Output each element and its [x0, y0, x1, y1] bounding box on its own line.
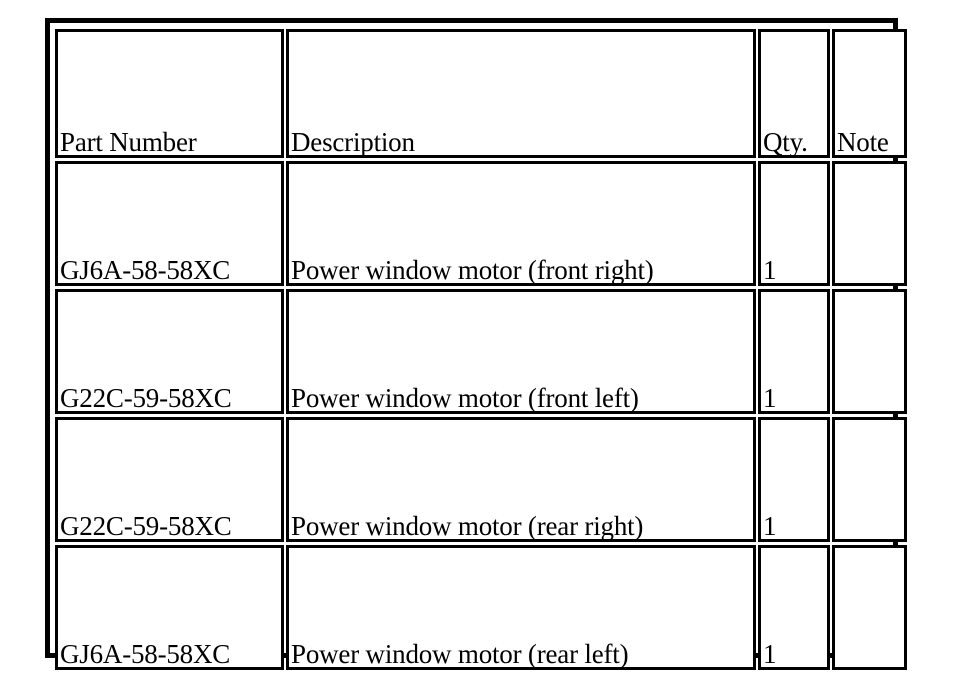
cell-qty: 1: [758, 161, 830, 286]
description-value: Power window motor (rear left): [291, 639, 629, 669]
table-row: GJ6A-58-58XC Power window motor (front r…: [55, 161, 907, 286]
qty-value: 1: [763, 639, 777, 669]
table-row: G22C-59-58XC Power window motor (rear ri…: [55, 417, 907, 542]
cell-description: Power window motor (front left): [286, 289, 756, 414]
cell-description: Power window motor (rear left): [286, 545, 756, 670]
note-value: [837, 409, 904, 410]
cell-note: [832, 545, 907, 670]
note-value: [837, 665, 904, 666]
cell-note: [832, 161, 907, 286]
column-header-part-number-label: Part Number: [60, 127, 197, 157]
part-number-value: GJ6A-58-58XC: [60, 639, 231, 669]
cell-part-number: GJ6A-58-58XC: [55, 545, 284, 670]
part-number-value: G22C-59-58XC: [60, 383, 232, 413]
cell-qty: 1: [758, 545, 830, 670]
column-header-description-label: Description: [291, 127, 415, 157]
qty-value: 1: [763, 255, 777, 285]
cell-part-number: GJ6A-58-58XC: [55, 161, 284, 286]
cell-description: Power window motor (front right): [286, 161, 756, 286]
cell-part-number: G22C-59-58XC: [55, 417, 284, 542]
column-header-note-label: Note: [837, 127, 889, 157]
part-number-value: G22C-59-58XC: [60, 511, 232, 541]
note-value: [837, 281, 904, 282]
table-header-row: Part Number Description Qty. Note: [55, 29, 907, 158]
parts-table: Part Number Description Qty. Note: [53, 26, 909, 673]
cell-qty: 1: [758, 417, 830, 542]
column-header-qty: Qty.: [758, 29, 830, 158]
table-inner-area: Part Number Description Qty. Note: [50, 23, 907, 670]
description-value: Power window motor (front left): [291, 383, 639, 413]
cell-qty: 1: [758, 289, 830, 414]
cell-note: [832, 289, 907, 414]
description-value: Power window motor (rear right): [291, 511, 644, 541]
qty-value: 1: [763, 383, 777, 413]
table-outer-frame: Part Number Description Qty. Note: [45, 18, 907, 670]
table-row: GJ6A-58-58XC Power window motor (rear le…: [55, 545, 907, 670]
column-header-description: Description: [286, 29, 756, 158]
note-value: [837, 537, 904, 538]
column-header-qty-label: Qty.: [763, 127, 808, 157]
description-value: Power window motor (front right): [291, 255, 654, 285]
column-header-note: Note: [832, 29, 907, 158]
part-number-value: GJ6A-58-58XC: [60, 255, 231, 285]
cell-description: Power window motor (rear right): [286, 417, 756, 542]
cell-part-number: G22C-59-58XC: [55, 289, 284, 414]
cell-note: [832, 417, 907, 542]
table-row: G22C-59-58XC Power window motor (front l…: [55, 289, 907, 414]
column-header-part-number: Part Number: [55, 29, 284, 158]
qty-value: 1: [763, 511, 777, 541]
